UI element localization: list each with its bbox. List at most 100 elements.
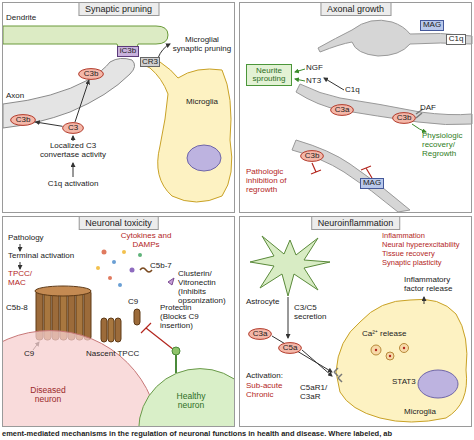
cytokine-dots [96,250,142,288]
protein-box: MAG [360,178,384,189]
annotation-label: C9 [24,350,34,359]
dot [118,283,122,287]
annotation-label: Terminal activation [8,252,74,261]
figure-caption: ement-mediated mechanisms in the regulat… [2,429,392,438]
annotation-label: C5b-7 [150,262,172,271]
annotation-label: Localized C3 convertase activity [33,142,113,160]
panel-title: Neuronal toxicity [78,216,159,230]
complement-oval: C3a [248,328,272,340]
shape-fill [249,329,272,340]
process-arrow [324,78,344,90]
nascent-pore [101,318,121,342]
annotation-label: C1q [345,86,360,95]
astrocyte-cell [250,236,330,296]
dot [122,250,126,254]
annotation-label: NGF [306,64,323,73]
axon-shape [292,140,410,212]
annotation-label: Pathology [8,234,44,243]
annotation-label: Synaptic plasticity [382,259,442,267]
node-text: Healthy neuron [166,392,216,410]
annotation-label: Nascent TPCC [86,350,139,359]
pore-stave [108,318,114,342]
complement-oval: C3 [62,122,84,134]
process-arrow [295,69,305,72]
panel-title: Neuroinflammation [311,216,401,230]
receptor-symbol [334,368,342,382]
clusterin-symbol [168,278,174,285]
complement-oval: C3b [300,150,324,162]
annotation-label: Astrocyte [246,298,279,307]
inhibition-bar [361,166,372,178]
protein-box: CR3 [140,57,160,67]
node-text: Diseased neuron [18,386,78,404]
dot [102,250,107,255]
node-text: C1q [449,35,464,43]
shape-outline [2,330,160,427]
annotation-label: NT3 [306,77,321,86]
protein-box: C1q [446,34,466,45]
annotation-label: Inflammatory factor release [404,276,462,294]
protein-box: iC3b [117,46,139,57]
nucleus [418,370,458,398]
process-arrow [272,336,332,372]
node-text: MAG [423,21,441,29]
dot [130,268,135,273]
process-arrow [20,244,21,251]
annotation-label: DAF [420,104,436,113]
node-text: C3b [84,70,99,78]
annotation-label: Protectin (Blocks C9 insertion) [160,304,208,331]
panel-title: Synaptic pruning [78,2,159,16]
node-text: C3b [16,116,31,124]
pore-stave [76,290,83,340]
dot [96,266,100,270]
annotation-label: Microglial synaptic pruning [172,36,232,54]
annotation-label: Neural hyperexcitability [382,241,460,249]
pore-stave [101,318,107,342]
node-text: C3a [335,106,350,114]
annotation-label: STAT3 [392,378,416,387]
node-text: C3a [253,330,268,338]
node-text: C3b [305,152,320,160]
glial-cell [318,20,472,56]
shape-fill [79,69,104,80]
process-arrow [412,124,426,132]
process-arrow [158,44,170,58]
protectin-stalk [175,354,177,373]
annotation-label: Axon [6,92,24,101]
annotation-label: Ca²⁺ release [362,330,406,339]
connector-arrow [35,122,62,126]
connector-arrow [75,80,89,122]
annotation-label: C3/C5 secretion [294,304,334,322]
neuron-body: Diseased neuron [2,330,160,427]
annotation-label: Activation: [246,372,283,381]
microglia-cell [142,58,232,203]
protein-box: MAG [420,20,444,31]
shape-fill [279,343,302,354]
shape-fill [63,123,84,134]
protectin-head [172,347,180,355]
process-arrow [288,297,289,338]
pore-stave [84,290,91,340]
shape-fill [331,105,354,116]
figure-panel: Synaptic pruningiC3bCR3C3bC3bC3 [2,2,235,213]
process-arrow [20,262,21,269]
node-text: iC3b [120,47,136,55]
microglia-cell [336,299,467,422]
protein-box: Neurite sprouting [246,64,292,86]
shape-fill [11,115,36,126]
process-arrow [302,350,332,376]
annotation-label: Cytokines and DAMPs [120,232,172,250]
annotation-label: TPCC/ MAC [8,270,38,288]
node-text: MAG [363,179,381,187]
annotation-label: Tissue recovery [382,250,435,258]
annotation-label: C9 [128,298,138,307]
node-text: CR3 [142,58,158,66]
pore-stave [115,318,121,342]
node-text: C3b [397,114,412,122]
shape-fill [393,113,416,124]
dot [108,276,112,280]
complement-oval: C5a [278,342,302,354]
node-text: C5a [283,344,298,352]
